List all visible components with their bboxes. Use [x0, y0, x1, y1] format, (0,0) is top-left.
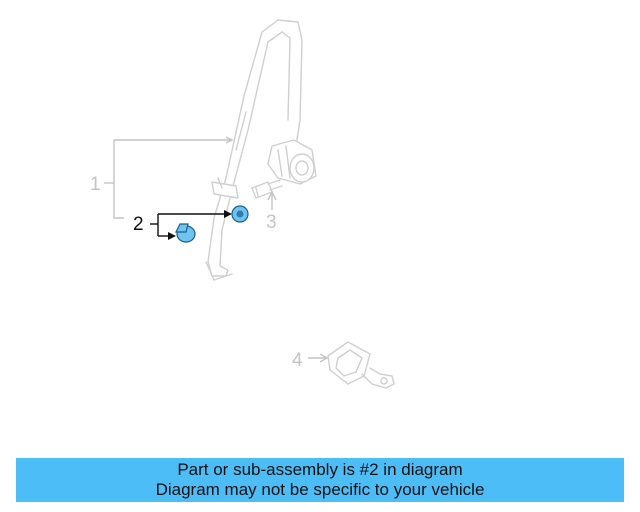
banner-line-disclaimer: Diagram may not be specific to your vehi…	[155, 480, 485, 499]
svg-text:1: 1	[90, 174, 101, 195]
svg-text:3: 3	[266, 212, 277, 233]
banner-line-part: Part or sub-assembly is #2 in diagram	[177, 460, 463, 479]
buckle-anchor	[327, 341, 395, 389]
retractor-unit	[267, 139, 317, 185]
callout-2[interactable]: 2	[133, 210, 232, 240]
callout-3: 3	[266, 190, 277, 233]
callout-4: 4	[292, 350, 329, 371]
svg-text:4: 4	[292, 350, 303, 371]
part-2-nut[interactable]	[231, 205, 249, 223]
mounting-bolt	[251, 179, 283, 199]
parts-diagram: 1 2 3 4	[90, 19, 395, 389]
seat-belt-assembly	[205, 19, 303, 281]
info-banner: Part or sub-assembly is #2 in diagram Di…	[16, 458, 624, 502]
callout-1: 1	[90, 136, 234, 219]
svg-text:2: 2	[133, 214, 144, 235]
part-2-bolt[interactable]	[175, 223, 196, 243]
